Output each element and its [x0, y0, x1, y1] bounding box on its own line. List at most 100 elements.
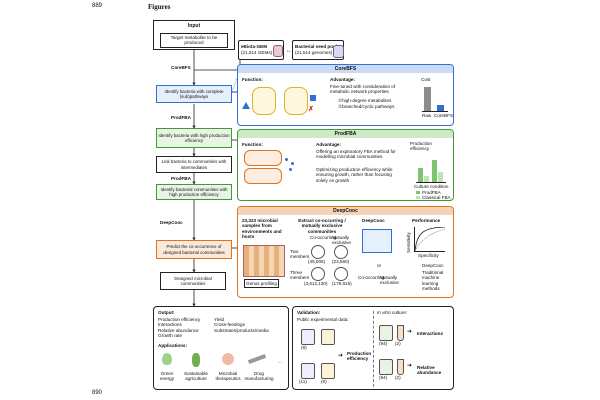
relative-abundance-label: Relative abundance: [417, 365, 442, 376]
public-data-label: Public experimental data:: [297, 317, 349, 322]
output-item: Yield: [214, 317, 225, 322]
prodfba-function-label: Function:: [242, 142, 263, 147]
step-high-efficiency: Identify bacteria with high production e…: [156, 128, 232, 148]
deepcooc-title: DeepCooc: [238, 207, 453, 215]
applications-title: Applications:: [158, 343, 188, 348]
corebfs-adv-2: ②branched/cyclic pathways: [338, 104, 395, 109]
app-label: Microbial therapeutics: [215, 371, 241, 382]
output-col2: Yield Cross-feedings Substrates/products…: [214, 317, 269, 333]
gem-bacterium-icon: [273, 45, 283, 57]
count-v3: (94): [379, 375, 388, 380]
corebfs-adv-1: ①high-degree metabolites: [338, 98, 392, 103]
line-number-bottom: 890: [92, 390, 103, 396]
drug-manufacturing-icon: [247, 354, 267, 364]
deepcooc-model-title: DeepCooc: [362, 218, 385, 223]
specificity-label: Specificity: [418, 253, 439, 258]
deepcooc-two-members: Two members: [290, 249, 310, 260]
legend-classical-fba: Classical FBA: [422, 195, 451, 200]
classical-fba-bar: [424, 176, 429, 182]
prodfba-chart-xlabel: Culture condition: [414, 184, 449, 189]
output-item: Relative abundance: [158, 327, 199, 333]
output-item: Production efficiency: [158, 317, 201, 322]
stage-corebfs: CoreBFS: [171, 65, 191, 70]
prodfba-advantage-2: Optimizing production efficiency while e…: [316, 167, 393, 183]
seed-bacterium-icon: [333, 45, 344, 58]
community-icon: [321, 363, 335, 379]
corebfs-advantage-label: Advantage:: [330, 77, 356, 82]
corebfs-advantage-text: Fine-tuned with consideration of metabol…: [330, 84, 396, 95]
app-label: ...: [278, 359, 282, 364]
figures-heading: Figures: [148, 3, 171, 11]
triple-co-occurring-icon: [311, 267, 325, 281]
pair-co-occurring-icon: [311, 245, 325, 259]
deepcooc-samples: 23,323 microbial samples from environmen…: [242, 218, 282, 240]
count-v4: (2): [395, 375, 401, 380]
in-vitro-label: In vitro culture:: [377, 310, 408, 315]
step-community-efficiency: Identify bacterial communities with high…: [156, 184, 232, 200]
sustainable-agriculture-icon: [192, 353, 200, 367]
count-two-co: (45,005): [308, 259, 326, 264]
prodfba-title: ProdFBA: [238, 130, 453, 138]
prodfba-chart-ylabel: Production efficiency: [410, 141, 432, 152]
substrate-triangle-icon: [242, 102, 250, 109]
prodfba-advantage-1: Offering an exploratory FBA method for m…: [316, 149, 396, 160]
corebfs-cell-2: [284, 87, 308, 115]
prodfba-bar: [418, 168, 423, 182]
triple-exclusive-icon: [334, 267, 348, 281]
line-number-top: 889: [92, 3, 103, 9]
corebfs-panel: CoreBFS Function: ✗ Advantage: Fine-tune…: [237, 64, 454, 126]
metabolite-dot-icon: [285, 158, 288, 161]
output-item: Growth rate: [158, 333, 182, 339]
cost-xlabel-raw: Raw: [422, 113, 432, 118]
stage-prodfba-2: ProdFBA: [171, 176, 191, 181]
legend-deepcooc: DeepCooc: [422, 263, 444, 268]
seed-count: (21,514 genomes): [295, 50, 333, 55]
production-efficiency-label: Production efficiency: [347, 351, 372, 362]
deepcooc-three-members: Three members: [290, 270, 310, 281]
metabolite-dot-icon: [289, 168, 292, 171]
app-label: Drug manufacturing: [244, 371, 274, 382]
step-designed-communities: Designed microbial communities: [160, 272, 226, 290]
culture-icon: [379, 325, 393, 341]
deepcooc-extract: Extract co-occurring / mutually exclusiv…: [298, 218, 346, 234]
legend-swatch-classical: [416, 196, 420, 199]
count-three-mutual: (178,815): [332, 281, 352, 286]
legend-swatch-prodfba: [416, 191, 420, 194]
seed-title: Bacterial seed pool: [295, 44, 338, 49]
corebfs-function-label: Function:: [242, 77, 263, 82]
gem-seed-left-arrow: ←: [286, 48, 292, 54]
community-icon: [321, 329, 335, 345]
deepcooc-mutually-exclusive-2: Mutually exclusive: [380, 275, 399, 286]
tube-icon: [397, 359, 404, 375]
count-c1: (8): [301, 345, 307, 350]
prodfba-chart-axis: [416, 182, 446, 183]
output-col1: Production efficiency Interactions Relat…: [158, 317, 200, 339]
arrow-right-icon: ➔: [407, 329, 413, 335]
classical-fba-bar: [438, 172, 443, 182]
target-metabolite: Target metabolite to be produced: [160, 33, 228, 48]
genus-heatmap: [243, 245, 285, 277]
count-v2: (2): [395, 341, 401, 346]
output-item: Substrates/products/media: [214, 327, 269, 333]
stage-deepcooc: DeepCooc: [160, 220, 183, 225]
community-icon: [301, 329, 315, 345]
roc-curve-deepcooc: [415, 227, 445, 251]
output-title: Output:: [158, 310, 175, 315]
genus-profiling-label: Genus profiling: [244, 279, 279, 289]
count-c2: (11): [299, 379, 307, 384]
blocked-x-icon: ✗: [308, 106, 314, 113]
cost-xlabel-corebfs: CoreBFS: [434, 113, 453, 118]
cost-axis: [422, 111, 448, 112]
prodfba-advantage-label: Advantage:: [316, 142, 342, 147]
pair-exclusive-icon: [334, 245, 348, 259]
gem-title: eBiota-GEM: [241, 44, 268, 49]
output-item: Interactions: [158, 322, 182, 328]
count-c3: (8): [321, 379, 327, 384]
stage-prodfba: ProdFBA: [171, 115, 191, 120]
neural-network-icon: [362, 229, 392, 253]
prodfba-bar: [432, 160, 437, 182]
product-square-icon: [310, 95, 316, 101]
deepcooc-or: or: [377, 263, 382, 268]
performance-title: Performance: [412, 218, 441, 223]
prodfba-panel: ProdFBA Function: Advantage: Offering an…: [237, 129, 454, 201]
